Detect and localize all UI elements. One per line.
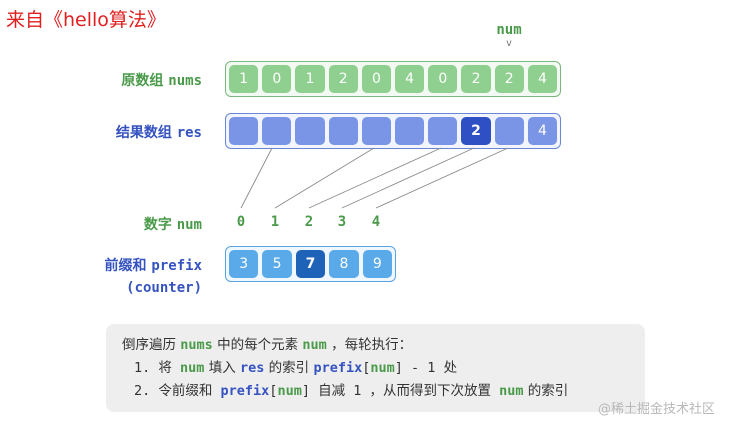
note-text: 1. 将 — [134, 360, 181, 376]
note-text: ] - 1 处 — [394, 360, 458, 376]
res-label-zh: 结果数组 — [115, 125, 172, 141]
mapping-line-0 — [240, 147, 273, 209]
note-code-num: num — [302, 337, 327, 353]
mapping-line-1 — [274, 147, 375, 209]
nums-cell: 4 — [395, 65, 425, 93]
nums-cell: 2 — [461, 65, 491, 93]
nums-label-zh: 原数组 — [121, 73, 164, 89]
nums-row-label: 原数组 nums — [121, 70, 202, 90]
note-text: 2. 令前缀和 — [134, 383, 221, 399]
nums-cell: 2 — [328, 65, 358, 93]
digits-label-zh: 数字 — [143, 217, 172, 233]
note-text: 倒序遍历 — [122, 337, 181, 353]
prefix-cell: 5 — [262, 250, 292, 278]
note-text: 中的每个元素 — [212, 337, 303, 353]
note-code-prefix: prefix — [220, 383, 270, 399]
num-pointer-arrow-icon: v — [505, 38, 513, 49]
nums-cell: 0 — [361, 65, 392, 93]
res-label-code: res — [176, 125, 202, 141]
mapping-line-4 — [375, 147, 509, 209]
watermark: @稀土掘金技术社区 — [598, 402, 716, 417]
prefix-cell: 3 — [229, 250, 259, 278]
prefix-label-code: prefix — [151, 258, 202, 274]
digit-label: 2 — [304, 214, 314, 230]
res-cell — [229, 117, 259, 145]
res-array: 2 4 — [225, 113, 561, 149]
prefix-row-label: 前缀和 prefix (counter) — [105, 255, 202, 299]
prefix-label-sub: (counter) — [126, 280, 202, 296]
note-code-num: num — [499, 383, 524, 399]
digit-label: 0 — [236, 214, 246, 230]
nums-cell: 0 — [262, 65, 292, 93]
note-text: 填入 — [204, 360, 240, 376]
nums-cell: 0 — [428, 65, 458, 93]
note-text: 的索引 — [523, 383, 569, 399]
res-cell — [395, 117, 425, 145]
nums-label-code: nums — [168, 73, 202, 89]
res-cell — [494, 117, 524, 145]
res-cell — [262, 117, 292, 145]
res-cell — [295, 117, 325, 145]
note-text: ] 自减 1 ，从而得到下次放置 — [301, 383, 500, 399]
digit-label: 1 — [270, 214, 280, 230]
res-row-label: 结果数组 res — [116, 122, 202, 142]
note-code-res: res — [240, 360, 265, 376]
nums-cell: 1 — [295, 65, 325, 93]
note-text: 的索引 — [264, 360, 314, 376]
digit-label: 4 — [371, 214, 381, 230]
nums-array: 1 0 1 2 0 4 0 2 2 4 — [225, 61, 561, 97]
note-text: [ — [269, 383, 278, 399]
note-line-1: 倒序遍历 nums 中的每个元素 num ，每轮执行： — [122, 334, 629, 357]
nums-cell-current: 2 — [494, 65, 524, 93]
note-code-nums: nums — [180, 337, 213, 353]
res-cell — [428, 117, 458, 145]
num-pointer-label: num — [496, 22, 522, 38]
prefix-array: 3 5 7 8 9 — [225, 246, 396, 282]
note-text: ，每轮执行： — [326, 337, 413, 353]
note-code-num: num — [277, 383, 302, 399]
mapping-line-2 — [308, 147, 442, 209]
res-cell — [328, 117, 358, 145]
nums-cell: 1 — [229, 65, 259, 93]
res-cell-active: 2 — [461, 117, 491, 145]
explanation-note: 倒序遍历 nums 中的每个元素 num ，每轮执行： 1. 将 num 填入 … — [106, 324, 645, 412]
res-cell — [361, 117, 392, 145]
note-code-prefix: prefix — [313, 360, 363, 376]
note-code-num: num — [180, 360, 205, 376]
digits-label-code: num — [176, 217, 202, 233]
note-line-3: 2. 令前缀和 prefix[num] 自减 1 ，从而得到下次放置 num 的… — [122, 380, 629, 403]
note-text: [ — [362, 360, 371, 376]
mapping-line-3 — [341, 147, 475, 209]
digit-label: 3 — [337, 214, 347, 230]
prefix-cell-active: 7 — [295, 250, 326, 278]
note-code-num: num — [370, 360, 395, 376]
source-title: 来自《hello算法》 — [6, 9, 166, 31]
prefix-cell: 9 — [362, 250, 393, 278]
res-cell: 4 — [527, 117, 558, 145]
nums-cell: 4 — [527, 65, 558, 93]
note-line-2: 1. 将 num 填入 res 的索引 prefix[num] - 1 处 — [122, 357, 629, 380]
prefix-label-zh: 前缀和 — [104, 258, 147, 274]
digits-row-label: 数字 num — [144, 214, 202, 234]
prefix-cell: 8 — [329, 250, 359, 278]
